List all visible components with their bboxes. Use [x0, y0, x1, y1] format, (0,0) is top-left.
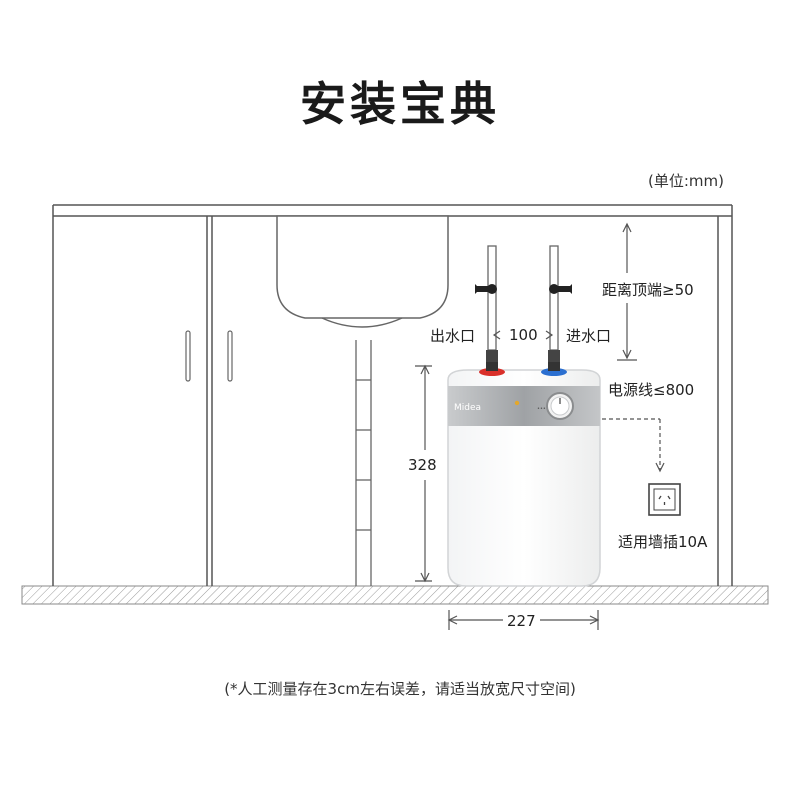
page-title: 安装宝典	[300, 77, 500, 131]
measurement-note: (*人工测量存在3cm左右误差，请适当放宽尺寸空间)	[224, 680, 576, 698]
inlet-label: 进水口	[566, 327, 611, 345]
width-dimension	[447, 610, 600, 630]
top-clearance-dimension	[617, 222, 637, 361]
unit-label: (单位:mm)	[648, 172, 724, 190]
top-clearance-label: 距离顶端≥50	[602, 281, 694, 299]
indicator-light	[514, 400, 520, 406]
socket-label: 适用墙插10A	[618, 533, 708, 551]
width-value: 227	[507, 612, 536, 630]
support-rail	[355, 340, 372, 586]
control-band	[448, 386, 600, 426]
outlet-label: 出水口	[430, 327, 475, 345]
power-cord-label: 电源线≤800	[608, 381, 694, 399]
large-tank-heater	[276, 215, 449, 319]
floor	[21, 585, 769, 605]
height-dimension	[415, 364, 432, 583]
small-water-heater: Midea •••	[447, 362, 601, 587]
large-tank-base	[321, 317, 403, 328]
pipe-spacing-dimension	[492, 330, 554, 340]
svg-text:•••: •••	[537, 406, 546, 412]
cabinet-handle-left	[185, 330, 191, 382]
inlet-pipe	[548, 245, 572, 366]
height-value: 328	[408, 456, 437, 474]
cabinet	[52, 204, 733, 586]
hot-ring	[479, 368, 505, 376]
outlet-pipe	[475, 245, 498, 366]
brand-logo: Midea	[454, 403, 481, 413]
cabinet-handle-right	[227, 330, 233, 382]
pipe-spacing-value: 100	[509, 326, 538, 344]
wall-socket-icon	[648, 483, 681, 516]
cold-ring	[541, 368, 567, 376]
power-cord-leader	[602, 418, 665, 473]
